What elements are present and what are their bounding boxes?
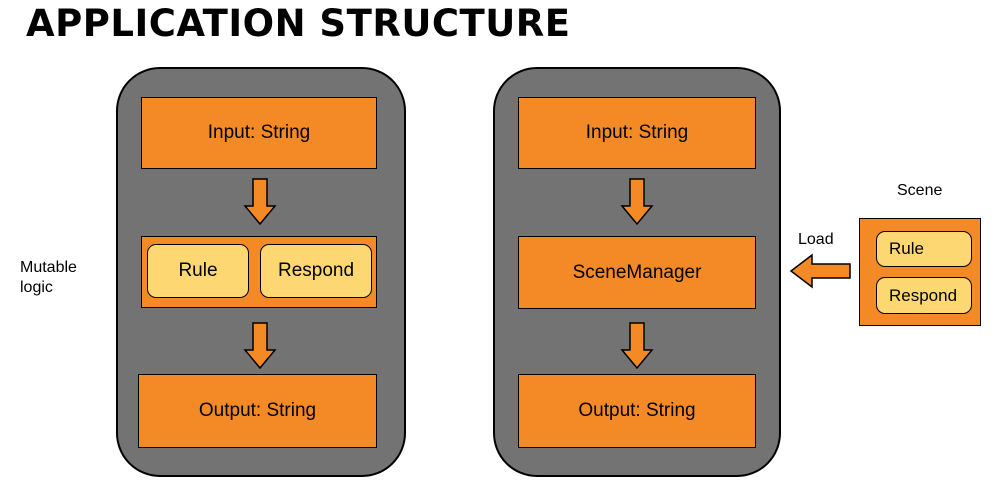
left-respond-box: Respond bbox=[260, 244, 372, 298]
left-down-arrow-1 bbox=[243, 178, 277, 226]
scene-manager-box: SceneManager bbox=[518, 236, 756, 309]
scene-title: Scene bbox=[897, 182, 943, 199]
right-input-box: Input: String bbox=[518, 97, 756, 169]
mutable-logic-line-2: logic bbox=[20, 279, 53, 296]
scene-respond-box: Respond bbox=[876, 277, 972, 314]
page-title: APPLICATION STRUCTURE bbox=[26, 2, 571, 45]
right-down-arrow-2 bbox=[620, 322, 654, 370]
mutable-logic-label: Mutable logic bbox=[20, 258, 77, 298]
right-output-box: Output: String bbox=[518, 374, 756, 448]
left-input-box: Input: String bbox=[141, 97, 377, 169]
mutable-logic-line-1: Mutable bbox=[20, 259, 77, 276]
load-label: Load bbox=[798, 231, 834, 248]
right-down-arrow-1 bbox=[620, 178, 654, 226]
scene-rule-box: Rule bbox=[876, 231, 972, 267]
left-output-box: Output: String bbox=[138, 374, 377, 448]
left-rule-box: Rule bbox=[147, 244, 249, 298]
left-down-arrow-2 bbox=[243, 322, 277, 370]
load-left-arrow bbox=[789, 253, 851, 289]
